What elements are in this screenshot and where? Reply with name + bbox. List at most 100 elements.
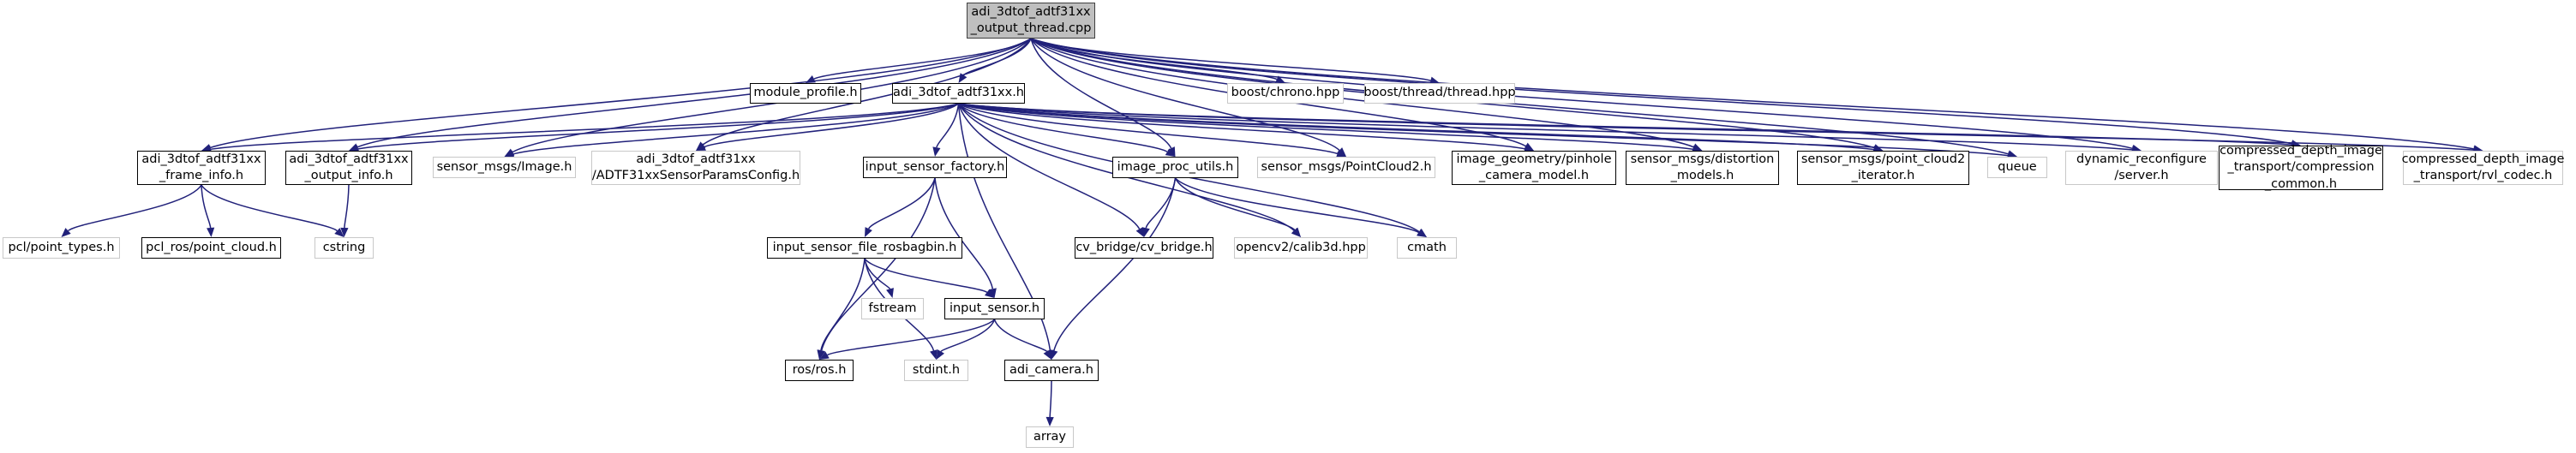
graph-edge-iputils-to-cmath — [1174, 177, 1419, 234]
graph-arrowhead-root-to-pc2 — [1336, 147, 1346, 157]
graph-node-cdit_rvl[interactable]: compressed_depth_image _transport/rvl_co… — [2402, 151, 2564, 185]
graph-edge-isfactory-to-rosros — [820, 177, 936, 351]
graph-edge-root-to-outputinfo — [356, 38, 1032, 148]
graph-edge-root-to-cdit_rvl — [1030, 38, 2474, 150]
graph-edge-inputsensor-to-rosros — [827, 319, 996, 356]
graph-edge-adtf31xxh-to-dynrecfg — [958, 103, 2133, 151]
graph-node-outputinfo[interactable]: adi_3dtof_adtf31xx _output_info.h — [285, 151, 412, 185]
graph-node-chrono[interactable]: boost/chrono.hpp — [1227, 83, 1344, 104]
graph-arrowhead-inputsensor-to-rosros — [819, 351, 830, 360]
graph-edge-adicamera-to-array — [1049, 380, 1052, 418]
graph-arrowhead-frameinfo-to-cstring — [334, 228, 344, 237]
graph-node-root[interactable]: adi_3dtof_adtf31xx _output_thread.cpp — [967, 3, 1095, 39]
graph-edge-root-to-cdit_common — [1030, 38, 2292, 145]
graph-node-stdint[interactable]: stdint.h — [904, 360, 968, 381]
graph-node-inputsensor[interactable]: input_sensor.h — [944, 298, 1045, 319]
graph-arrowhead-frameinfo-to-pcl_ros — [207, 227, 215, 237]
graph-node-isfrosbag[interactable]: input_sensor_file_rosbagbin.h — [767, 237, 962, 259]
graph-node-pinhole[interactable]: image_geometry/pinhole _camera_model.h — [1452, 151, 1616, 185]
graph-edge-isfrosbag-to-rosros — [820, 258, 866, 351]
graph-arrowhead-adtf31xxh-to-pc2 — [1336, 150, 1346, 158]
graph-edge-adtf31xxh-to-cdit_rvl — [958, 103, 2474, 151]
graph-node-pcl_types[interactable]: pcl/point_types.h — [3, 237, 120, 259]
graph-arrowhead-isfactory-to-isfrosbag — [865, 227, 872, 237]
graph-edge-root-to-sm_image — [512, 38, 1032, 153]
graph-node-fstream[interactable]: fstream — [861, 298, 924, 319]
graph-edge-iputils-to-adicamera — [1053, 177, 1177, 351]
graph-edge-inputsensor-to-adicamera — [993, 319, 1048, 353]
graph-edge-adtf31xxh-to-pc2 — [958, 103, 1338, 155]
graph-edge-adtf31xxh-to-adicamera — [957, 103, 1051, 351]
graph-arrowhead-adtf31xxh-to-sm_image — [504, 150, 515, 158]
graph-arrowhead-adtf31xxh-to-paramcfg — [696, 143, 706, 151]
graph-arrowhead-adtf31xxh-to-cvbridge — [1135, 227, 1144, 237]
graph-arrowhead-iputils-to-cmath — [1417, 229, 1427, 237]
graph-node-sm_image[interactable]: sensor_msgs/Image.h — [433, 157, 576, 178]
graph-edge-adtf31xxh-to-pinhole — [958, 103, 1525, 150]
graph-arrowhead-isfactory-to-inputsensor — [988, 288, 997, 298]
graph-node-pc2[interactable]: sensor_msgs/PointCloud2.h — [1257, 157, 1435, 178]
graph-edge-adtf31xxh-to-cvbridge — [957, 103, 1141, 229]
graph-node-distortion[interactable]: sensor_msgs/distortion _models.h — [1626, 151, 1779, 185]
graph-node-rosros[interactable]: ros/ros.h — [785, 360, 854, 381]
graph-edge-isfrosbag-to-inputsensor — [864, 258, 988, 294]
graph-node-paramcfg[interactable]: adi_3dtof_adtf31xx /ADTF31xxSensorParams… — [591, 151, 800, 185]
graph-edge-root-to-iputils — [1030, 38, 1172, 149]
graph-edge-frameinfo-to-pcl_ros — [201, 184, 212, 229]
graph-node-calib3d[interactable]: opencv2/calib3d.hpp — [1234, 237, 1368, 259]
graph-edge-frameinfo-to-cstring — [201, 184, 338, 232]
graph-edge-isfactory-to-inputsensor — [934, 177, 994, 289]
graph-node-cstring[interactable]: cstring — [315, 237, 374, 259]
graph-arrowhead-iputils-to-calib3d — [1291, 227, 1301, 237]
graph-node-queue[interactable]: queue — [1987, 157, 2047, 178]
graph-arrowhead-isfrosbag-to-fstream — [886, 288, 894, 298]
graph-node-isfactory[interactable]: input_sensor_factory.h — [863, 157, 1007, 178]
graph-arrowhead-outputinfo-to-cstring — [340, 227, 349, 237]
graph-arrowhead-frameinfo-to-pcl_types — [61, 228, 71, 237]
graph-node-pcl_ros[interactable]: pcl_ros/point_cloud.h — [141, 237, 281, 259]
graph-arrowhead-isfrosbag-to-rosros — [817, 349, 825, 360]
graph-arrowhead-adtf31xxh-to-iputils — [1165, 148, 1176, 157]
graph-node-cmath[interactable]: cmath — [1397, 237, 1457, 259]
graph-edge-root-to-dynrecfg — [1030, 38, 2133, 150]
graph-arrowhead-adtf31xxh-to-isfactory — [932, 146, 941, 157]
graph-edge-root-to-frameinfo — [210, 38, 1032, 149]
graph-node-modprof[interactable]: module_profile.h — [750, 83, 861, 104]
graph-edge-adtf31xxh-to-frameinfo — [210, 103, 959, 151]
graph-node-frameinfo[interactable]: adi_3dtof_adtf31xx _frame_info.h — [137, 151, 266, 185]
graph-arrowhead-inputsensor-to-stdint — [936, 349, 944, 360]
graph-node-cvbridge[interactable]: cv_bridge/cv_bridge.h — [1075, 237, 1213, 259]
graph-edge-root-to-pc2 — [1030, 38, 1340, 152]
graph-node-pc2iter[interactable]: sensor_msgs/point_cloud2 _iterator.h — [1797, 151, 1969, 185]
graph-edge-outputinfo-to-cstring — [344, 184, 350, 229]
graph-arrowhead-iputils-to-cvbridge — [1141, 227, 1150, 237]
graph-node-array[interactable]: array — [1026, 426, 1074, 448]
graph-edge-iputils-to-calib3d — [1174, 177, 1296, 231]
graph-edge-adtf31xxh-to-distortion — [958, 103, 1693, 151]
graph-edge-adtf31xxh-to-iputils — [957, 103, 1168, 152]
graph-edge-root-to-queue — [1030, 38, 2009, 155]
graph-edge-root-to-distortion — [1030, 38, 1694, 148]
graph-edge-root-to-boostthread — [1030, 38, 1431, 81]
graph-node-dynrecfg[interactable]: dynamic_reconfigure /server.h — [2065, 151, 2218, 185]
graph-edge-adtf31xxh-to-paramcfg — [704, 103, 959, 148]
graph-edge-inputsensor-to-stdint — [940, 319, 996, 353]
graph-node-adtf31xxh[interactable]: adi_3dtof_adtf31xx.h — [892, 83, 1025, 104]
graph-node-adicamera[interactable]: adi_camera.h — [1004, 360, 1099, 381]
graph-arrowhead-inputsensor-to-adicamera — [1043, 349, 1051, 360]
graph-arrowhead-adicamera-to-array — [1045, 416, 1054, 426]
graph-node-cdit_common[interactable]: compressed_depth_image _transport/compre… — [2219, 144, 2383, 191]
graph-edge-frameinfo-to-pcl_types — [68, 184, 202, 232]
graph-node-iputils[interactable]: image_proc_utils.h — [1112, 157, 1238, 178]
graph-edge-adtf31xxh-to-isfactory — [936, 103, 960, 148]
graph-arrowhead-isfrosbag-to-inputsensor — [984, 289, 995, 298]
graph-edge-adtf31xxh-to-outputinfo — [357, 103, 959, 150]
graph-edge-root-to-modprof — [813, 38, 1032, 80]
graph-edge-isfactory-to-isfrosbag — [868, 177, 936, 229]
graph-edge-adtf31xxh-to-queue — [958, 103, 2009, 157]
graph-arrowhead-iputils-to-adicamera — [1050, 349, 1058, 360]
graph-node-boostthread[interactable]: boost/thread/thread.hpp — [1363, 83, 1516, 104]
graph-arrowhead-isfrosbag-to-stdint — [930, 349, 938, 360]
